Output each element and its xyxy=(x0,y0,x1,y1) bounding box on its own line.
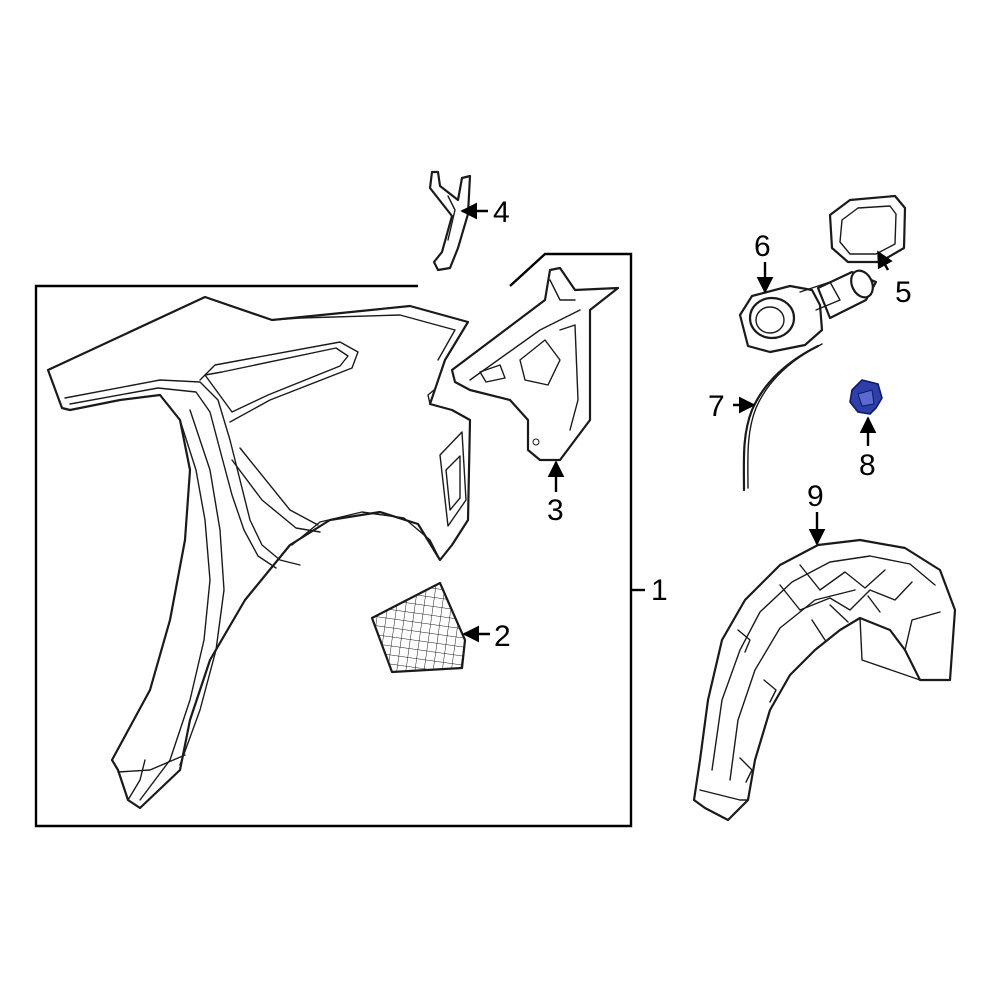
part-9-wheelhouse-liner[interactable] xyxy=(692,538,957,822)
part-2-mesh-insulator[interactable] xyxy=(370,581,467,674)
leader-5 xyxy=(876,250,893,271)
part-7-drain-hose[interactable] xyxy=(742,343,823,492)
callout-5: 5 xyxy=(895,276,912,309)
callout-1: 1 xyxy=(651,574,668,607)
callout-4: 4 xyxy=(493,196,510,229)
callout-9: 9 xyxy=(807,480,824,513)
part-5-fuel-door[interactable] xyxy=(816,194,907,320)
callout-8: 8 xyxy=(859,449,876,482)
part-4-bracket[interactable] xyxy=(428,170,472,272)
callout-7: 7 xyxy=(708,390,725,423)
assembly-frame xyxy=(34,252,633,828)
part-6-filler-pocket[interactable] xyxy=(738,281,841,354)
part-8-clip[interactable] xyxy=(849,379,883,415)
callout-3: 3 xyxy=(547,494,564,527)
part-1-quarter-panel[interactable] xyxy=(46,295,472,810)
part-3-inner-extension[interactable] xyxy=(450,266,620,462)
callout-6: 6 xyxy=(754,230,771,263)
callout-2: 2 xyxy=(494,620,511,653)
